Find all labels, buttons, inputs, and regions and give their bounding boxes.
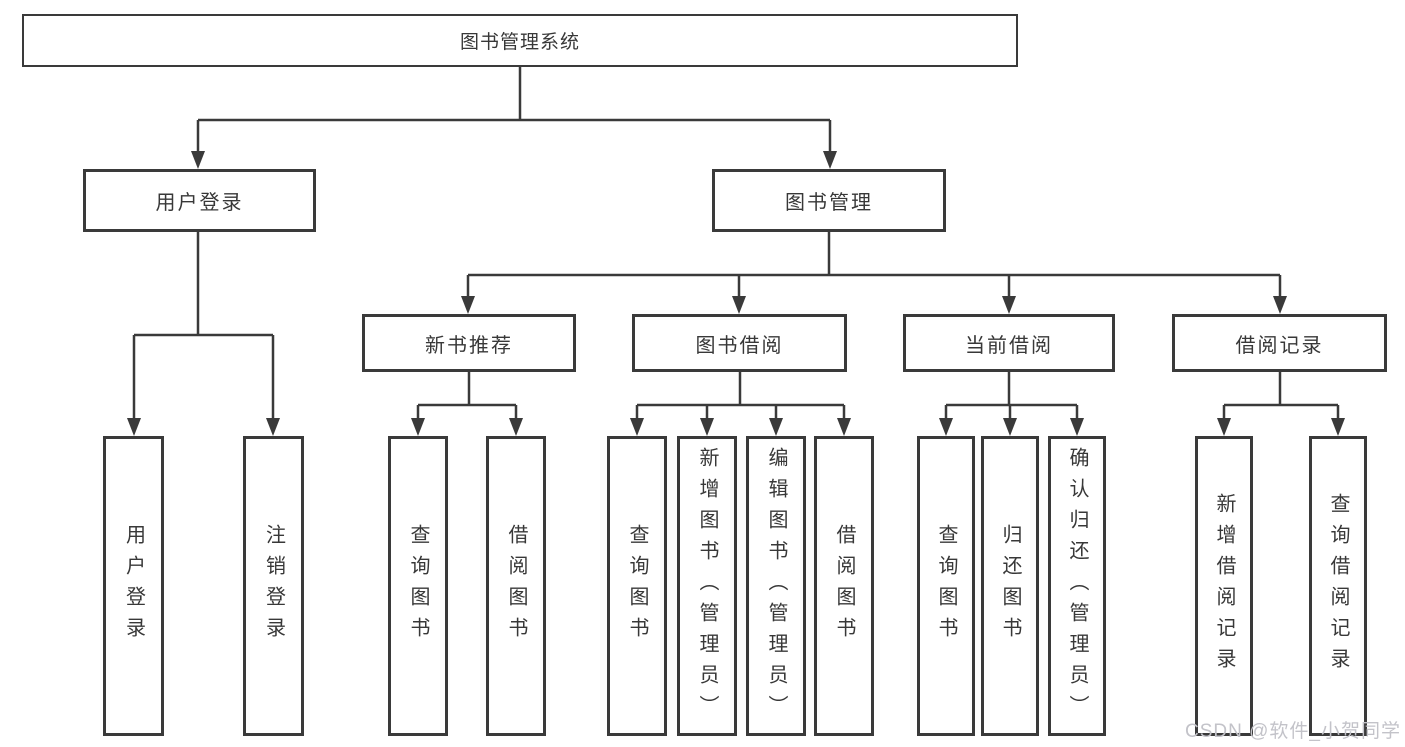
leaf-query-borrow-record: 查询借阅记录 <box>1309 436 1367 736</box>
node-borrow-records: 借阅记录 <box>1172 314 1387 372</box>
leaf-confirm-return-admin: 确认归还（管理员） <box>1048 436 1106 736</box>
leaf-add-borrow-record: 新增借阅记录 <box>1195 436 1253 736</box>
leaf-label: 确认归还（管理员） <box>1066 446 1088 726</box>
leaf-query-books-recommend: 查询图书 <box>388 436 448 736</box>
node-book-management: 图书管理 <box>712 169 946 232</box>
leaf-query-books-current: 查询图书 <box>917 436 975 736</box>
node-library-management-system: 图书管理系统 <box>22 14 1018 67</box>
leaf-label: 查询借阅记录 <box>1327 493 1349 679</box>
leaf-user-login: 用户登录 <box>103 436 164 736</box>
node-book-borrow: 图书借阅 <box>632 314 847 372</box>
leaf-label: 新增借阅记录 <box>1213 493 1235 679</box>
leaf-return-book: 归还图书 <box>981 436 1039 736</box>
leaf-label: 查询图书 <box>407 524 429 648</box>
leaf-label: 借阅图书 <box>833 524 855 648</box>
leaf-label: 编辑图书（管理员） <box>765 446 787 726</box>
node-label: 图书管理 <box>785 192 873 214</box>
node-label: 新书推荐 <box>425 334 513 357</box>
leaf-label: 查询图书 <box>626 524 648 648</box>
node-label: 图书借阅 <box>695 334 784 357</box>
leaf-edit-book-admin: 编辑图书（管理员） <box>746 436 806 736</box>
watermark: CSDN @软件_小贺同学 <box>1185 721 1401 742</box>
leaf-label: 新增图书（管理员） <box>696 446 718 726</box>
node-label: 当前借阅 <box>965 334 1053 357</box>
node-label: 借阅记录 <box>1235 334 1324 357</box>
leaf-label: 用户登录 <box>122 524 145 648</box>
leaf-borrow-books-2: 借阅图书 <box>814 436 874 736</box>
node-user-login: 用户登录 <box>83 169 316 232</box>
leaf-label: 归还图书 <box>999 524 1021 648</box>
node-label: 图书管理系统 <box>459 32 580 53</box>
node-new-book-recommend: 新书推荐 <box>362 314 576 372</box>
leaf-borrow-books-recommend: 借阅图书 <box>486 436 546 736</box>
leaf-label: 注销登录 <box>262 524 285 648</box>
leaf-label: 查询图书 <box>935 524 957 648</box>
leaf-logout: 注销登录 <box>243 436 304 736</box>
leaf-label: 借阅图书 <box>505 524 527 648</box>
node-label: 用户登录 <box>155 192 244 214</box>
leaf-query-books-borrow: 查询图书 <box>607 436 667 736</box>
node-current-borrow: 当前借阅 <box>903 314 1115 372</box>
leaf-add-book-admin: 新增图书（管理员） <box>677 436 737 736</box>
